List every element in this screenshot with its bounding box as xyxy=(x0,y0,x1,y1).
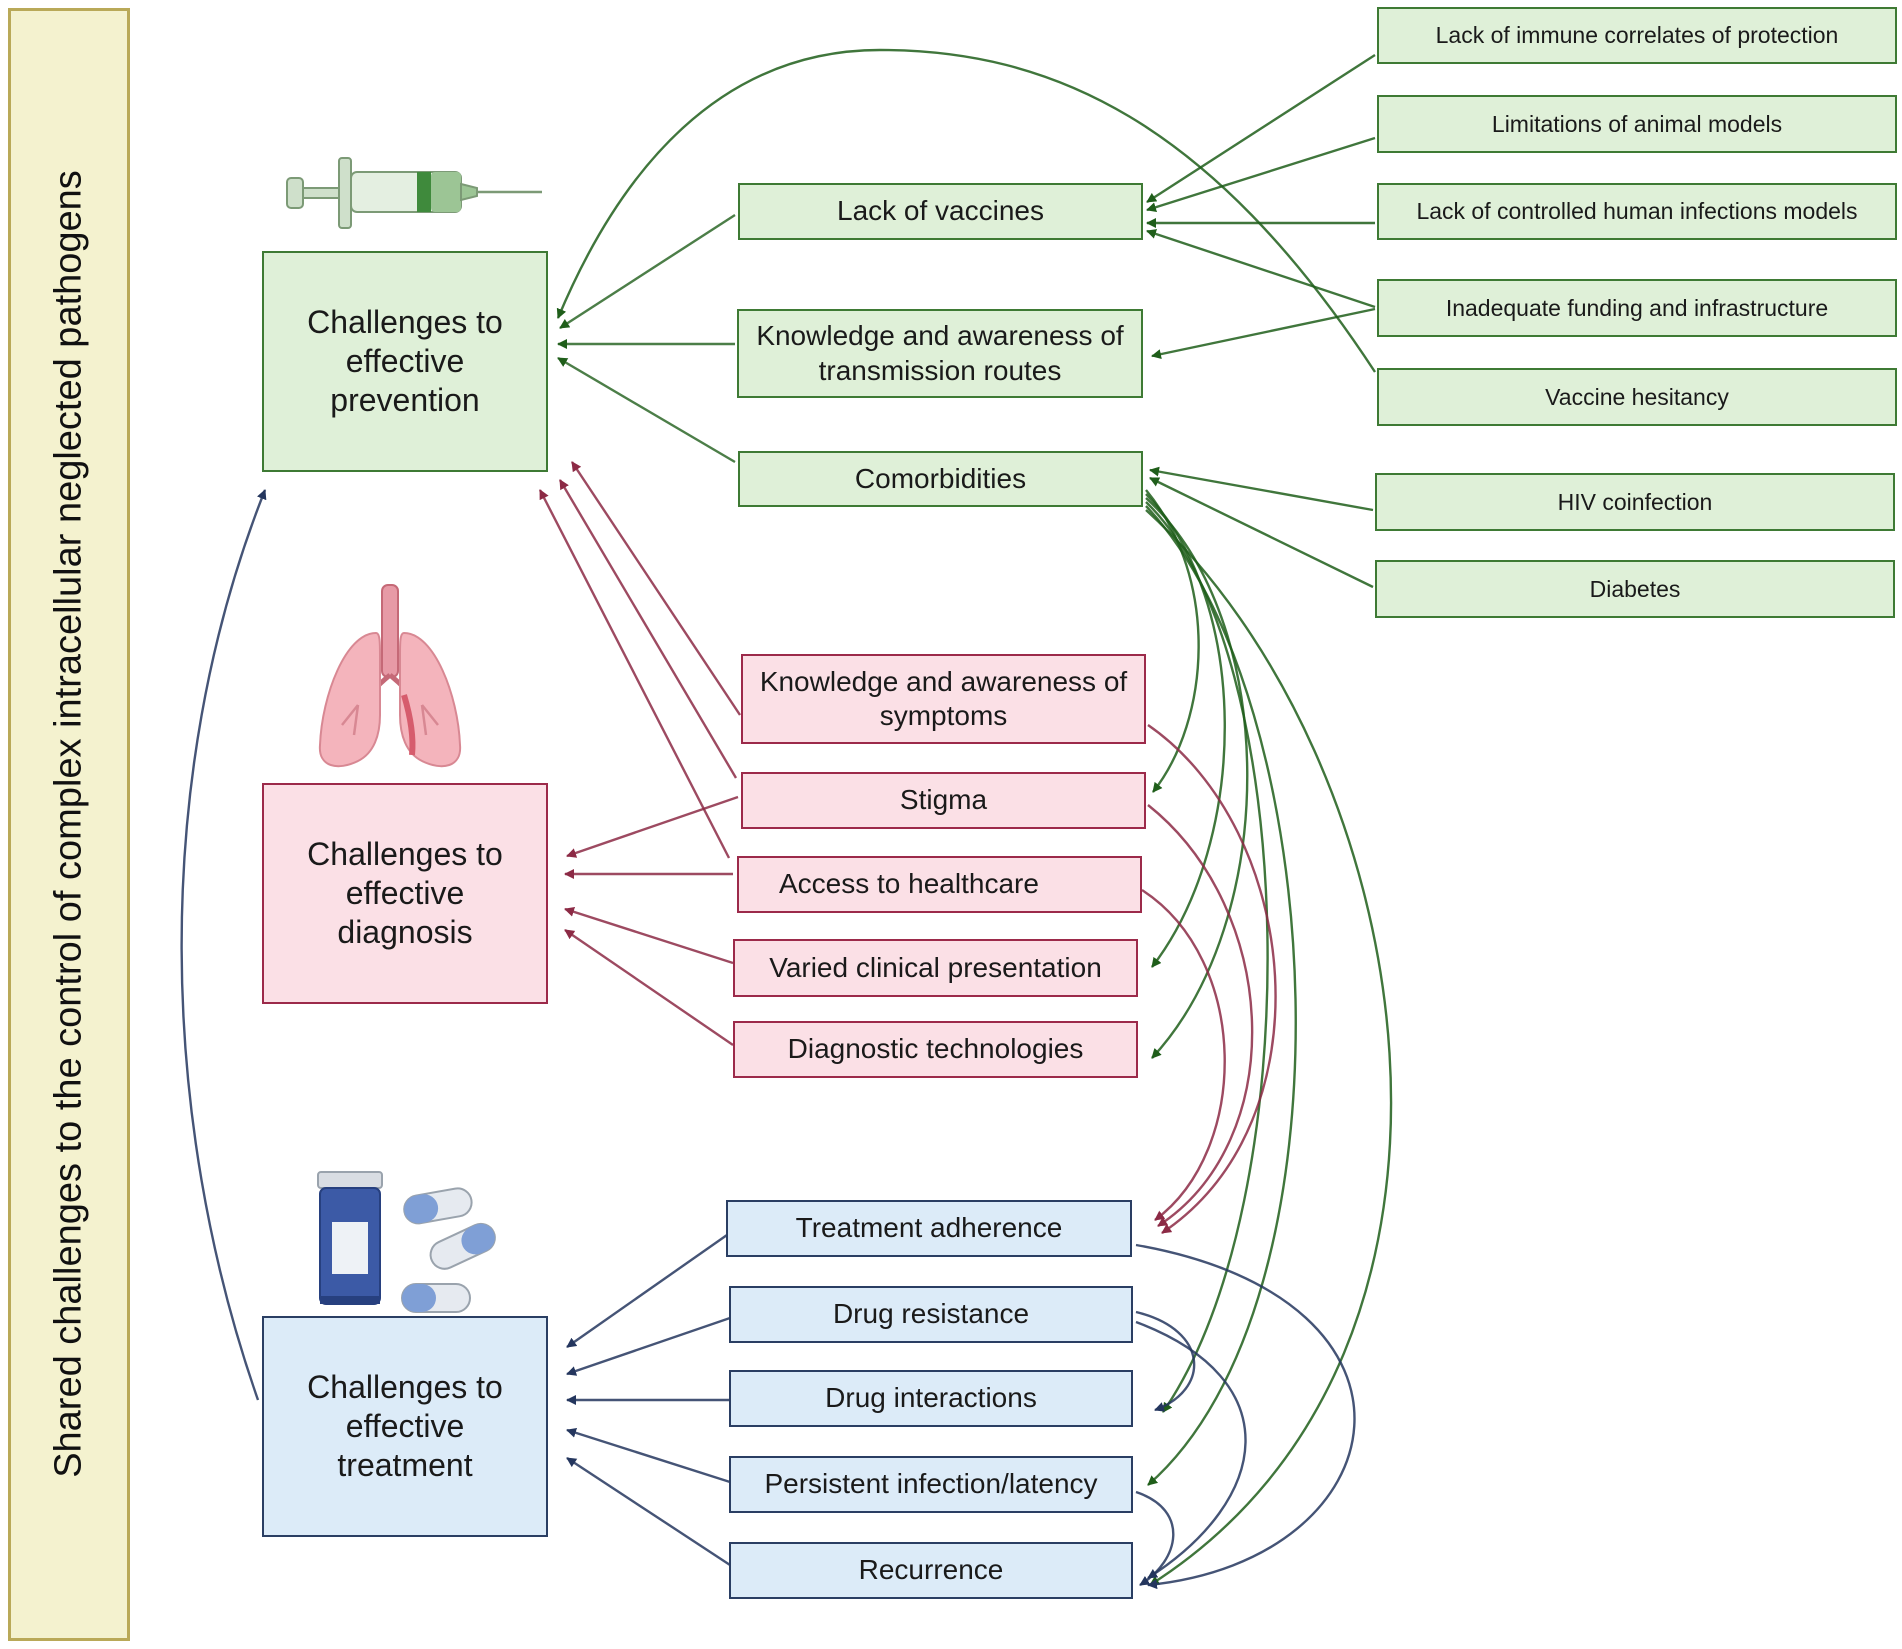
arrow-technologies-to-diagnosis xyxy=(564,929,734,1046)
arrow-animal-to-vaccines xyxy=(1146,136,1376,213)
factor-persistent-infection: Persistent infection/latency xyxy=(729,1456,1133,1513)
factor-drug-resistance: Drug resistance xyxy=(729,1286,1133,1343)
syringe-icon xyxy=(286,157,542,229)
arrow-persistent-to-treatment xyxy=(566,1427,731,1484)
arrow-adherence-to-recurrence xyxy=(1135,1243,1356,1590)
cause-immune-correlates: Lack of immune correlates of protection xyxy=(1377,7,1897,64)
hub-prevention: Challenges to effective prevention xyxy=(262,251,548,472)
arrow-stigma-to-prevention xyxy=(558,479,738,779)
arrow-symptoms-to-adherence xyxy=(1147,724,1277,1234)
arrow-correlates-to-vaccines xyxy=(1146,53,1376,204)
factor-awareness-of-symptoms: Knowledge and awareness of symptoms xyxy=(741,654,1146,744)
arrow-diabetes-to-comorbidities xyxy=(1149,476,1374,589)
arrow-comorbidities-to-recurrence xyxy=(1145,509,1393,1587)
factor-comorbidities: Comorbidities xyxy=(738,451,1143,507)
cause-vaccine-hesitancy: Vaccine hesitancy xyxy=(1377,368,1897,426)
arrow-comorbidities-to-interactions xyxy=(1145,501,1269,1413)
factor-transmission-routes: Knowledge and awareness of transmission … xyxy=(737,309,1143,398)
arrow-presentation-to-diagnosis xyxy=(564,906,734,965)
arrow-comorbidities-to-persistent xyxy=(1145,505,1297,1486)
arrow-symptoms-to-prevention xyxy=(571,461,741,716)
arrow-access-to-prevention xyxy=(538,489,731,859)
arrow-recurrence-to-treatment xyxy=(566,1456,731,1567)
factor-access-to-healthcare: Access to healthcare xyxy=(737,856,1142,913)
factor-stigma: Stigma xyxy=(741,772,1146,829)
arrow-hiv-to-comorbidities xyxy=(1149,466,1374,512)
arrow-comorbidities-to-technologies xyxy=(1145,497,1249,1059)
cause-human-infection-models: Lack of controlled human infections mode… xyxy=(1377,183,1897,240)
arrow-vaccines-to-prevention xyxy=(559,213,736,330)
arrow-resistance-to-treatment xyxy=(566,1316,731,1376)
arrow-persistent-to-recurrence xyxy=(1135,1490,1175,1587)
factor-varied-clinical-presentation: Varied clinical presentation xyxy=(733,939,1138,997)
hub-diagnosis: Challenges to effective diagnosis xyxy=(262,783,548,1004)
arrow-stigma-to-diagnosis xyxy=(566,795,739,858)
arrow-hesitancy-to-prevention xyxy=(556,48,1377,373)
lungs-icon xyxy=(318,584,462,768)
arrow-resistance-to-interactions xyxy=(1135,1310,1196,1412)
arrow-resistance-to-recurrence xyxy=(1135,1320,1247,1580)
factor-treatment-adherence: Treatment adherence xyxy=(726,1200,1132,1257)
arrow-comorbidities-to-presentation xyxy=(1145,493,1226,968)
cause-hiv-coinfection: HIV coinfection xyxy=(1375,473,1895,531)
arrow-comorbidities-to-stigma xyxy=(1145,489,1200,793)
arrow-treatment-to-prevention xyxy=(180,489,267,1401)
cause-animal-models: Limitations of animal models xyxy=(1377,95,1897,153)
arrow-comorbidities-to-prevention xyxy=(557,356,736,464)
pill-bottle-icon xyxy=(317,1171,496,1313)
factor-lack-of-vaccines: Lack of vaccines xyxy=(738,183,1143,240)
cause-funding-infrastructure: Inadequate funding and infrastructure xyxy=(1377,279,1897,337)
cause-diabetes: Diabetes xyxy=(1375,560,1895,618)
arrow-adherence-to-treatment xyxy=(566,1234,728,1348)
arrow-funding-to-vaccines xyxy=(1146,229,1376,309)
side-banner xyxy=(8,8,130,1641)
factor-recurrence: Recurrence xyxy=(729,1542,1133,1599)
arrow-stigma-to-adherence xyxy=(1147,804,1254,1228)
arrow-funding-to-transmission xyxy=(1151,307,1376,360)
factor-drug-interactions: Drug interactions xyxy=(729,1370,1133,1427)
factor-diagnostic-technologies: Diagnostic technologies xyxy=(733,1021,1138,1078)
arrow-access-to-adherence xyxy=(1141,888,1226,1221)
hub-treatment: Challenges to effective treatment xyxy=(262,1316,548,1537)
